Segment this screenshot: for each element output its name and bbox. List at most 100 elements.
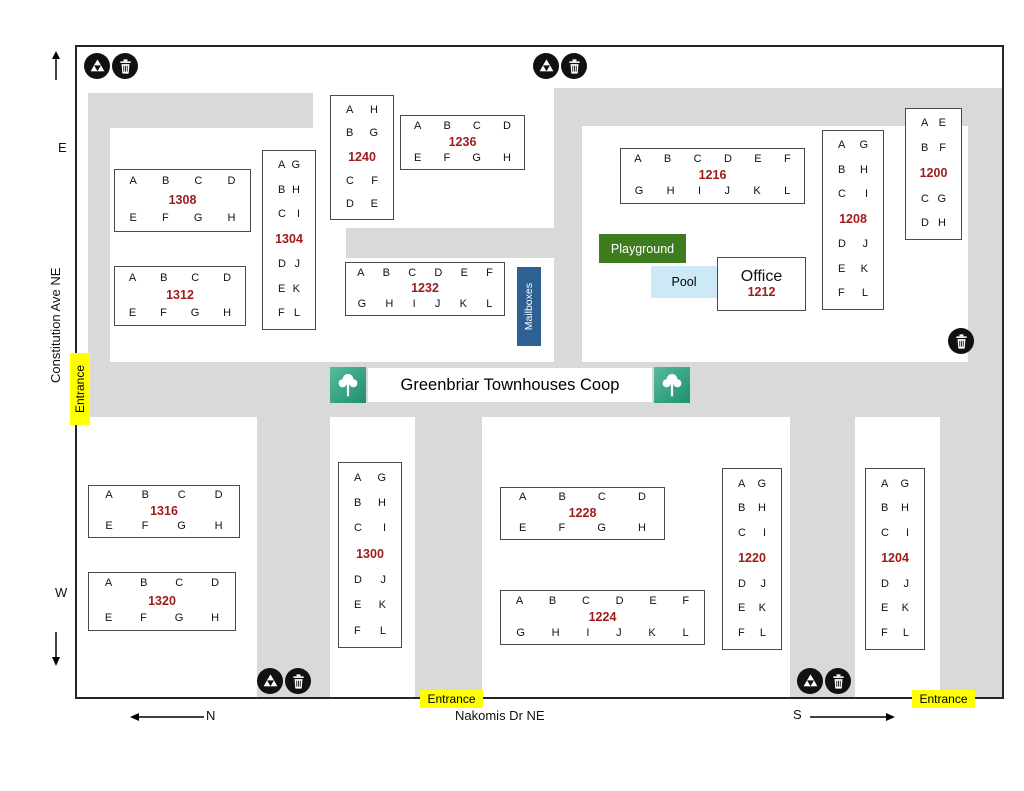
trash-icon	[948, 328, 974, 354]
entrance-bottom-center: Entrance	[420, 690, 483, 708]
unit-letter: B	[443, 119, 451, 132]
unit-letter: L	[682, 626, 689, 639]
unit-letter: F	[278, 307, 285, 320]
unit-letter: B	[141, 489, 149, 502]
building-number: 1312	[166, 288, 194, 303]
compass-south: S	[793, 707, 802, 722]
unit-letter: K	[901, 602, 909, 615]
building-number: 1320	[148, 593, 176, 608]
unit-letter: A	[357, 266, 365, 279]
unit-letter: C	[581, 594, 590, 607]
unit-letter: D	[738, 577, 746, 590]
unit-letter: C	[194, 175, 203, 188]
unit-letter: B	[354, 497, 362, 510]
building-number: 1304	[275, 232, 303, 247]
unit-letter: C	[191, 271, 200, 284]
building-1212-office: Office 1212	[717, 257, 806, 311]
unit-letter: C	[693, 152, 702, 165]
unit-letter: J	[862, 238, 869, 251]
unit-letter: H	[385, 297, 394, 310]
street-bottom-label: Nakomis Dr NE	[455, 708, 545, 723]
unit-letter: D	[434, 266, 443, 279]
unit-letter: D	[502, 119, 511, 132]
unit-letter: F	[558, 521, 566, 534]
compass-north: N	[206, 708, 216, 723]
unit-letter: B	[663, 152, 672, 165]
unit-letter: F	[682, 594, 690, 607]
unit-letter: H	[860, 163, 868, 176]
unit-letter: D	[227, 175, 236, 188]
unit-letter: C	[408, 266, 417, 279]
unit-letter: F	[160, 306, 167, 319]
unit-letter: J	[294, 258, 301, 271]
unit-letter: L	[759, 626, 766, 639]
unit-letter: A	[354, 471, 362, 484]
unit-letter: K	[378, 599, 386, 612]
unit-letter: I	[296, 208, 300, 221]
unit-letter: G	[634, 185, 644, 198]
unit-letter: C	[175, 577, 184, 590]
recycle-icon	[84, 53, 110, 79]
unit-letter: H	[223, 306, 232, 319]
unit-letter: B	[881, 502, 889, 515]
building-number: 1300	[356, 547, 384, 562]
unit-letter: C	[346, 174, 354, 187]
unit-letter: G	[291, 159, 300, 172]
road-segment	[554, 88, 582, 362]
mailboxes-area: Mailboxes	[517, 267, 541, 346]
unit-letter: A	[105, 489, 113, 502]
unit-letter: K	[758, 602, 766, 615]
unit-letter: G	[190, 306, 200, 319]
unit-letter: H	[214, 519, 223, 532]
road-segment	[88, 93, 313, 128]
unit-letter: H	[370, 103, 378, 116]
unit-letter: H	[637, 521, 646, 534]
unit-letter: E	[519, 521, 527, 534]
unit-letter: G	[597, 521, 606, 534]
unit-letter: K	[860, 262, 868, 275]
trash-icon	[825, 668, 851, 694]
compass-west: W	[55, 585, 68, 600]
unit-letter: D	[354, 574, 362, 587]
unit-letter: G	[369, 126, 378, 139]
unit-letter: F	[486, 266, 493, 279]
unit-letter: E	[460, 266, 468, 279]
unit-letter: B	[558, 491, 566, 504]
road-segment	[415, 417, 482, 699]
unit-letter: E	[370, 197, 378, 210]
unit-letter: C	[738, 526, 746, 539]
unit-letter: J	[724, 185, 731, 198]
unit-letter: A	[634, 152, 642, 165]
unit-letter: F	[784, 152, 791, 165]
unit-letter: G	[472, 151, 481, 164]
mailboxes-label: Mailboxes	[523, 282, 535, 331]
unit-letter: D	[211, 577, 220, 590]
unit-letter: L	[379, 624, 386, 637]
unit-letter: H	[292, 183, 300, 196]
